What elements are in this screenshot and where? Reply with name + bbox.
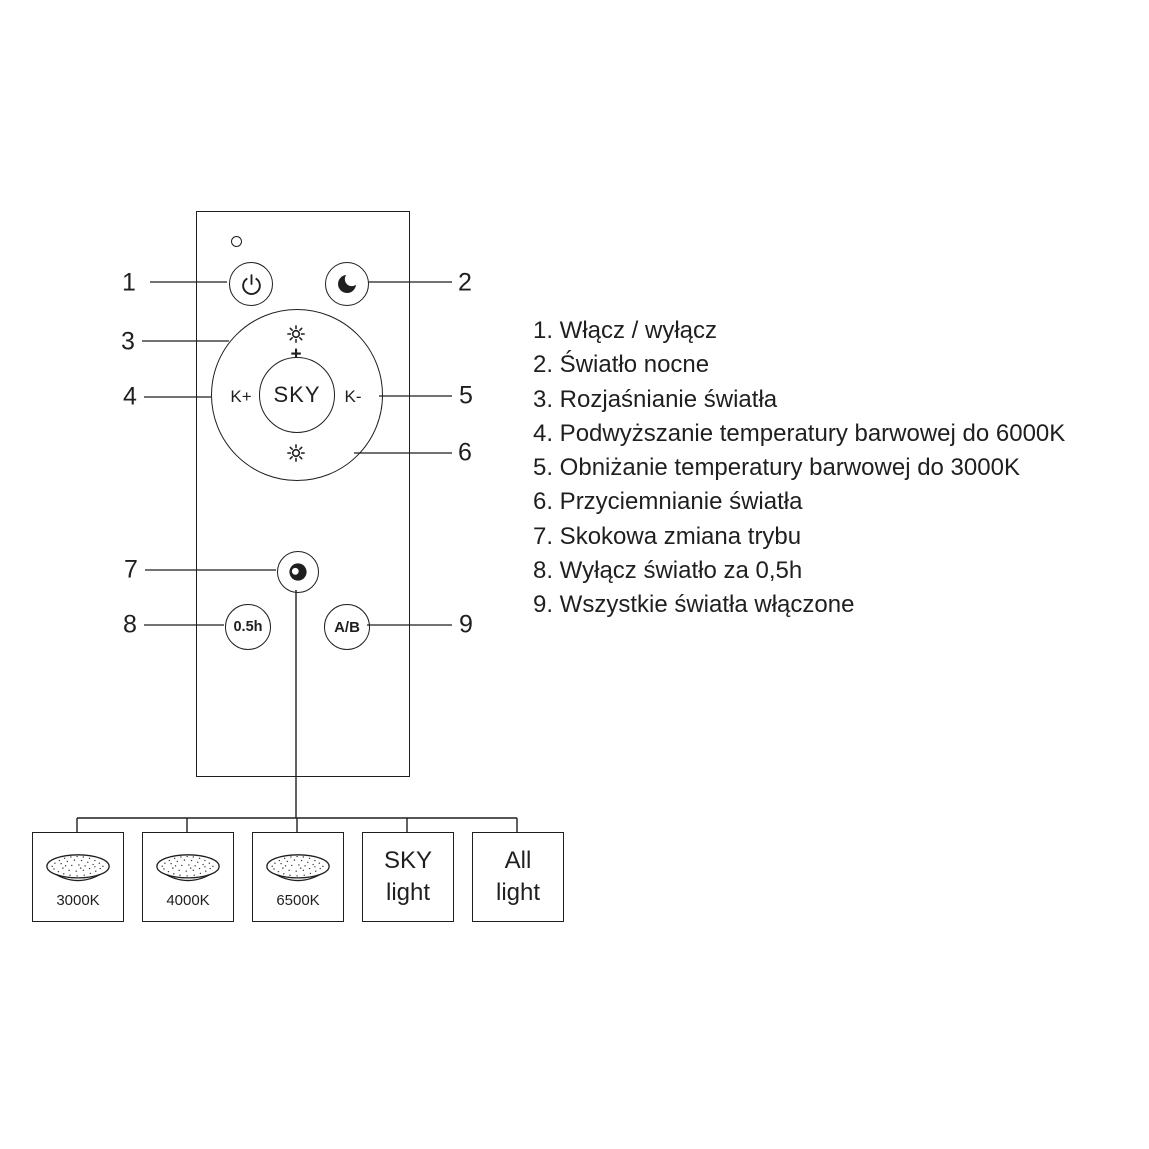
mode-label-all-line1: All [504,847,532,874]
mode-box-3000k: 3000K [32,832,124,922]
mode-box-all-light: All light [472,832,564,922]
remote-body: + K+ K- SKY 0.5h A/B [196,211,410,777]
callout-number-1: 1 [122,268,136,297]
callout-number-9: 9 [459,610,473,639]
legend-item-7: 7. Skokowa zmiana trybu [533,522,802,550]
callout-number-5: 5 [459,381,473,410]
legend-item-9: 9. Wszystkie światła włączone [533,591,855,619]
mode-box-4000k: 4000K [142,832,234,922]
legend-item-4: 4. Podwyższanie temperatury barwowej do … [533,419,1066,447]
power-button[interactable] [229,262,273,306]
callout-number-3: 3 [121,327,135,356]
ceiling-lamp-icon [148,848,228,890]
ceiling-lamp-icon [258,848,338,890]
mode-label-sky-line1: SKY [383,847,433,874]
sky-center-button[interactable]: SKY [259,357,335,433]
k-minus-button[interactable]: K- [344,387,362,406]
callout-number-7: 7 [124,555,138,584]
legend: 1. Włącz / wyłącz 2. Światło nocne 3. Ro… [533,314,1065,623]
mode-box-6500k: 6500K [252,832,344,922]
brightness-up-sun-icon[interactable] [285,323,307,345]
led-indicator-dot [231,236,242,247]
mode-box-sky-light: SKY light [362,832,454,922]
callout-number-4: 4 [123,382,137,411]
sky-center-label: SKY [273,382,321,407]
legend-item-2: 2. Światło nocne [533,351,710,379]
ab-label: A/B [334,618,360,636]
mode-label-all-line2: light [495,879,541,906]
k-plus-button[interactable]: K+ [230,387,252,406]
legend-item-5: 5. Obniżanie temperatury barwowej do 300… [533,454,1020,482]
mode-eclipse-icon [286,560,310,584]
ceiling-lamp-icon [38,848,118,890]
legend-item-8: 8. Wyłącz światło za 0,5h [533,557,803,585]
mode-label-4000k: 4000K [166,892,210,909]
mode-label-6500k: 6500K [276,892,320,909]
timer-half-hour-button[interactable]: 0.5h [225,604,271,650]
callout-number-2: 2 [458,268,472,297]
mode-label-sky-line2: light [385,879,431,906]
timer-label: 0.5h [233,619,263,635]
legend-item-3: 3. Rozjaśnianie światła [533,385,778,413]
ab-group-button[interactable]: A/B [324,604,370,650]
legend-item-1: 1. Włącz / wyłącz [533,317,718,344]
mode-label-3000k: 3000K [56,892,100,909]
brightness-down-sun-icon[interactable] [285,442,307,464]
legend-item-6: 6. Przyciemnianie światła [533,488,803,516]
callout-number-8: 8 [123,610,137,639]
moon-icon [335,272,359,296]
callout-number-6: 6 [458,438,472,467]
brightness-plus-label: + [290,344,302,365]
power-icon [239,272,264,297]
mode-cycle-button[interactable] [277,551,319,593]
night-light-button[interactable] [325,262,369,306]
